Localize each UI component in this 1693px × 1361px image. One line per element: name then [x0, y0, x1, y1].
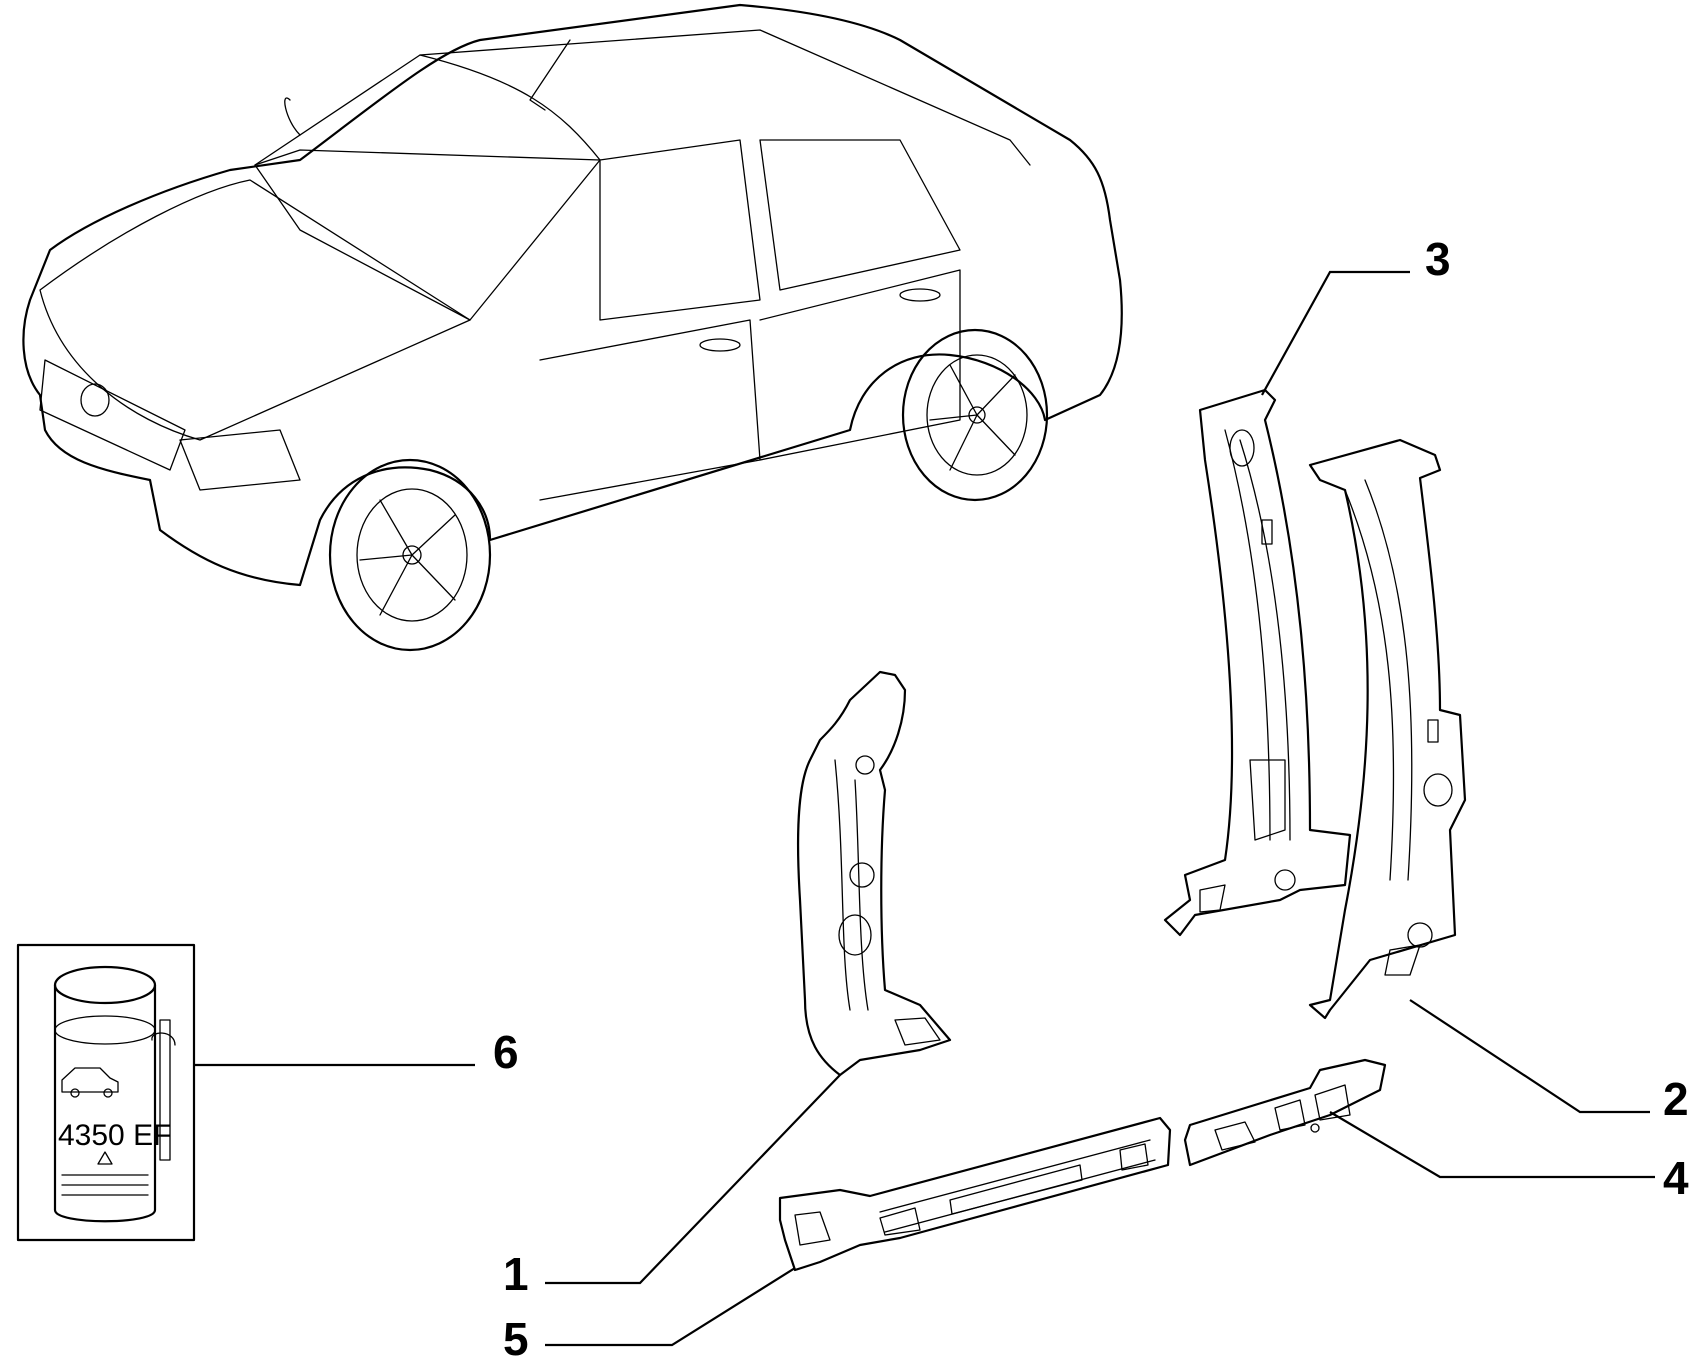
warning-triangle-icon	[97, 1151, 113, 1165]
leader-line-4	[1329, 1111, 1655, 1179]
can-product-code: 4350 EF	[58, 1119, 171, 1152]
part-3-pillar	[1163, 388, 1352, 937]
callout-2: 2	[1663, 1073, 1689, 1125]
leader-line-1	[545, 1074, 841, 1285]
leader-line-3	[1261, 270, 1410, 396]
part-4-panel	[1183, 1058, 1387, 1167]
part-5-sill	[778, 1116, 1172, 1272]
part-6-kit-box: 4350 EF	[16, 943, 196, 1242]
rear-wheel	[901, 328, 1049, 502]
car-pictogram-icon	[61, 1067, 119, 1093]
car-illustration	[22, 3, 1123, 652]
part-1-pillar	[796, 670, 952, 1077]
front-wheel	[328, 458, 492, 652]
leader-line-2	[1409, 999, 1650, 1114]
callout-4: 4	[1663, 1152, 1689, 1204]
callout-6: 6	[493, 1026, 519, 1078]
callout-1: 1	[503, 1248, 529, 1300]
part-2-pillar	[1308, 438, 1467, 1020]
callout-5: 5	[503, 1313, 529, 1361]
callout-3: 3	[1425, 233, 1451, 285]
leader-line-5	[545, 1267, 796, 1347]
